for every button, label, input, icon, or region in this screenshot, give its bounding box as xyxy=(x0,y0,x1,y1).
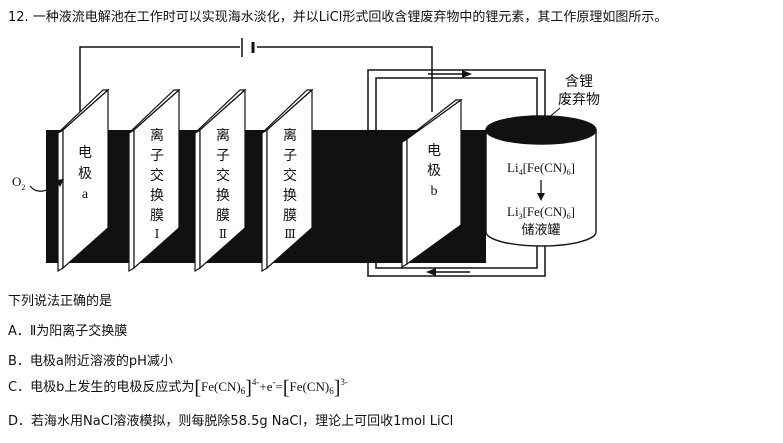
o2-arrow-line xyxy=(29,181,61,192)
pipe-inner-bottom xyxy=(375,240,538,269)
waste-label-line-1: 含锂 xyxy=(565,74,593,90)
option-a-text: A．Ⅱ为阳离子交换膜 xyxy=(8,324,128,339)
flow-arrow-bottom-icon xyxy=(426,268,436,276)
option-b[interactable]: B．电极a附近溶液的pH减小 xyxy=(8,350,173,369)
question-prompt-text: 下列说法正确的是 xyxy=(8,294,113,309)
o2-arrow-head-icon xyxy=(56,179,64,187)
option-d[interactable]: D．若海水用NaCl溶液模拟，则每脱除58.5g NaCl，理论上可回收1mol… xyxy=(8,410,453,429)
option-c-equation: [Fe(CN)6]4-+e-=[Fe(CN)6]3- xyxy=(194,377,348,399)
option-c-text: C．电极b上发生的电极反应式为 xyxy=(8,380,195,395)
electrode-b-char-2: 极 xyxy=(427,163,441,179)
electrode-a-char-3: a xyxy=(82,187,89,202)
membrane-3-char-1: 离 xyxy=(283,127,297,144)
electrode-a-char-1: 电 xyxy=(78,145,92,161)
tank-top-formula: Li4[Fe(CN)6] xyxy=(507,160,575,177)
membrane-3-char-5: 膜 xyxy=(283,208,297,224)
membrane-1-char-2: 子 xyxy=(150,148,164,164)
membrane-2-char-4: 换 xyxy=(216,187,230,204)
o2-label: O2 xyxy=(12,174,25,192)
option-a[interactable]: A．Ⅱ为阳离子交换膜 xyxy=(8,320,127,339)
option-b-text: B．电极a附近溶液的pH减小 xyxy=(8,354,173,369)
membrane-3-char-2: 子 xyxy=(283,148,297,164)
membrane-1-char-5: 膜 xyxy=(150,208,164,224)
membrane-3-char-6: Ⅲ xyxy=(284,227,296,241)
membrane-1-char-3: 交 xyxy=(150,167,164,184)
membrane-3-char-4: 换 xyxy=(283,187,297,204)
question-prompt: 下列说法正确的是 xyxy=(8,290,112,309)
membrane-1: 离 子 交 换 膜 Ⅰ xyxy=(128,88,181,273)
o2-subscript: 2 xyxy=(21,183,25,192)
electrode-b-char-3: b xyxy=(431,184,438,199)
pipe-outer-bottom xyxy=(367,240,546,277)
membrane-3-char-3: 交 xyxy=(283,167,297,184)
tank-arrow-icon xyxy=(537,193,545,201)
wire-right xyxy=(257,46,433,112)
electrode-b-char-1: 电 xyxy=(427,143,441,159)
electrode-a: 电 极 a xyxy=(57,88,110,273)
electrolysis-diagram: 电 极 a 离 子 交 换 膜 Ⅰ 离 子 交 换 膜 Ⅱ 离 子 交 换 膜 … xyxy=(12,38,600,277)
tank-bottom-formula: Li3[Fe(CN)6] xyxy=(507,204,575,221)
flow-arrow-top-icon xyxy=(462,70,472,78)
membrane-1-char-6: Ⅰ xyxy=(155,227,160,241)
pipe-inner-top xyxy=(375,77,538,150)
question-stem-text: 12. 一种液流电解池在工作时可以实现海水淡化，并以LiCl形式回收含锂废弃物中… xyxy=(8,10,668,25)
membrane-3: 离 子 交 换 膜 Ⅲ xyxy=(261,88,314,273)
option-d-text: D．若海水用NaCl溶液模拟，则每脱除58.5g NaCl，理论上可回收1mol… xyxy=(8,414,454,429)
membrane-2-char-6: Ⅱ xyxy=(219,227,227,241)
membrane-1-char-4: 换 xyxy=(150,187,164,204)
membrane-2-char-2: 子 xyxy=(216,148,230,164)
tank-label: 储液罐 xyxy=(521,222,560,237)
wire-left xyxy=(79,46,240,112)
tank-top xyxy=(485,115,597,145)
electrode-a-char-2: 极 xyxy=(78,166,92,182)
pipe-outer-top xyxy=(367,69,546,150)
electrode-b: 电 极 b xyxy=(401,98,463,269)
membrane-2-char-1: 离 xyxy=(216,127,230,144)
option-c[interactable]: C．电极b上发生的电极反应式为[Fe(CN)6]4-+e-=[Fe(CN)6]3… xyxy=(8,376,348,400)
membrane-2-char-3: 交 xyxy=(216,167,230,184)
membrane-2-char-5: 膜 xyxy=(216,208,230,224)
question-stem: 12. 一种液流电解池在工作时可以实现海水淡化，并以LiCl形式回收含锂废弃物中… xyxy=(8,6,667,25)
waste-label-line-2: 废弃物 xyxy=(558,92,600,108)
storage-tank: Li4[Fe(CN)6] Li3[Fe(CN)6] 储液罐 xyxy=(485,115,597,247)
membrane-2: 离 子 交 换 膜 Ⅱ xyxy=(194,88,247,273)
membrane-1-char-1: 离 xyxy=(150,127,164,144)
